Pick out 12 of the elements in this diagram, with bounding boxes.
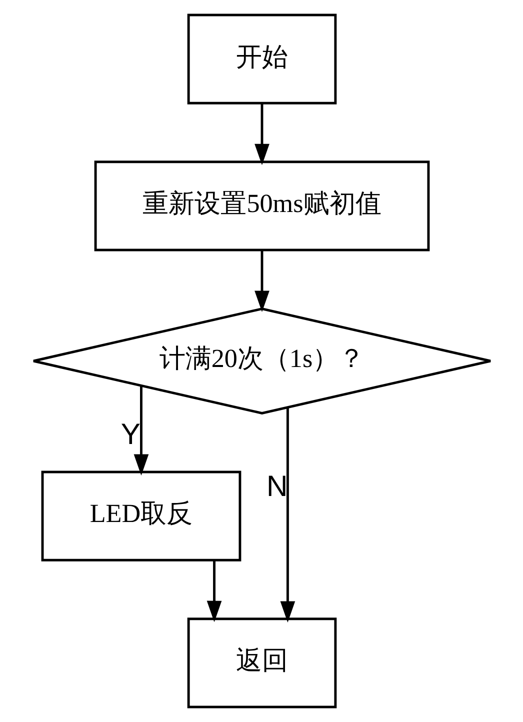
node-box: 开始 bbox=[186, 14, 336, 104]
edge-label: Y bbox=[120, 418, 140, 452]
arrow bbox=[280, 408, 295, 622]
node-box: 重新设置50ms赋初值 bbox=[94, 160, 430, 252]
edge-label: N bbox=[266, 470, 288, 503]
arrow bbox=[206, 560, 222, 622]
arrow bbox=[254, 103, 269, 166]
arrow bbox=[254, 250, 269, 312]
node-box: LED取反 bbox=[40, 470, 241, 562]
arrow bbox=[133, 386, 148, 476]
node-box: 返回 bbox=[186, 618, 336, 708]
node-diamond: 计满20次（1s）？ bbox=[32, 308, 492, 414]
